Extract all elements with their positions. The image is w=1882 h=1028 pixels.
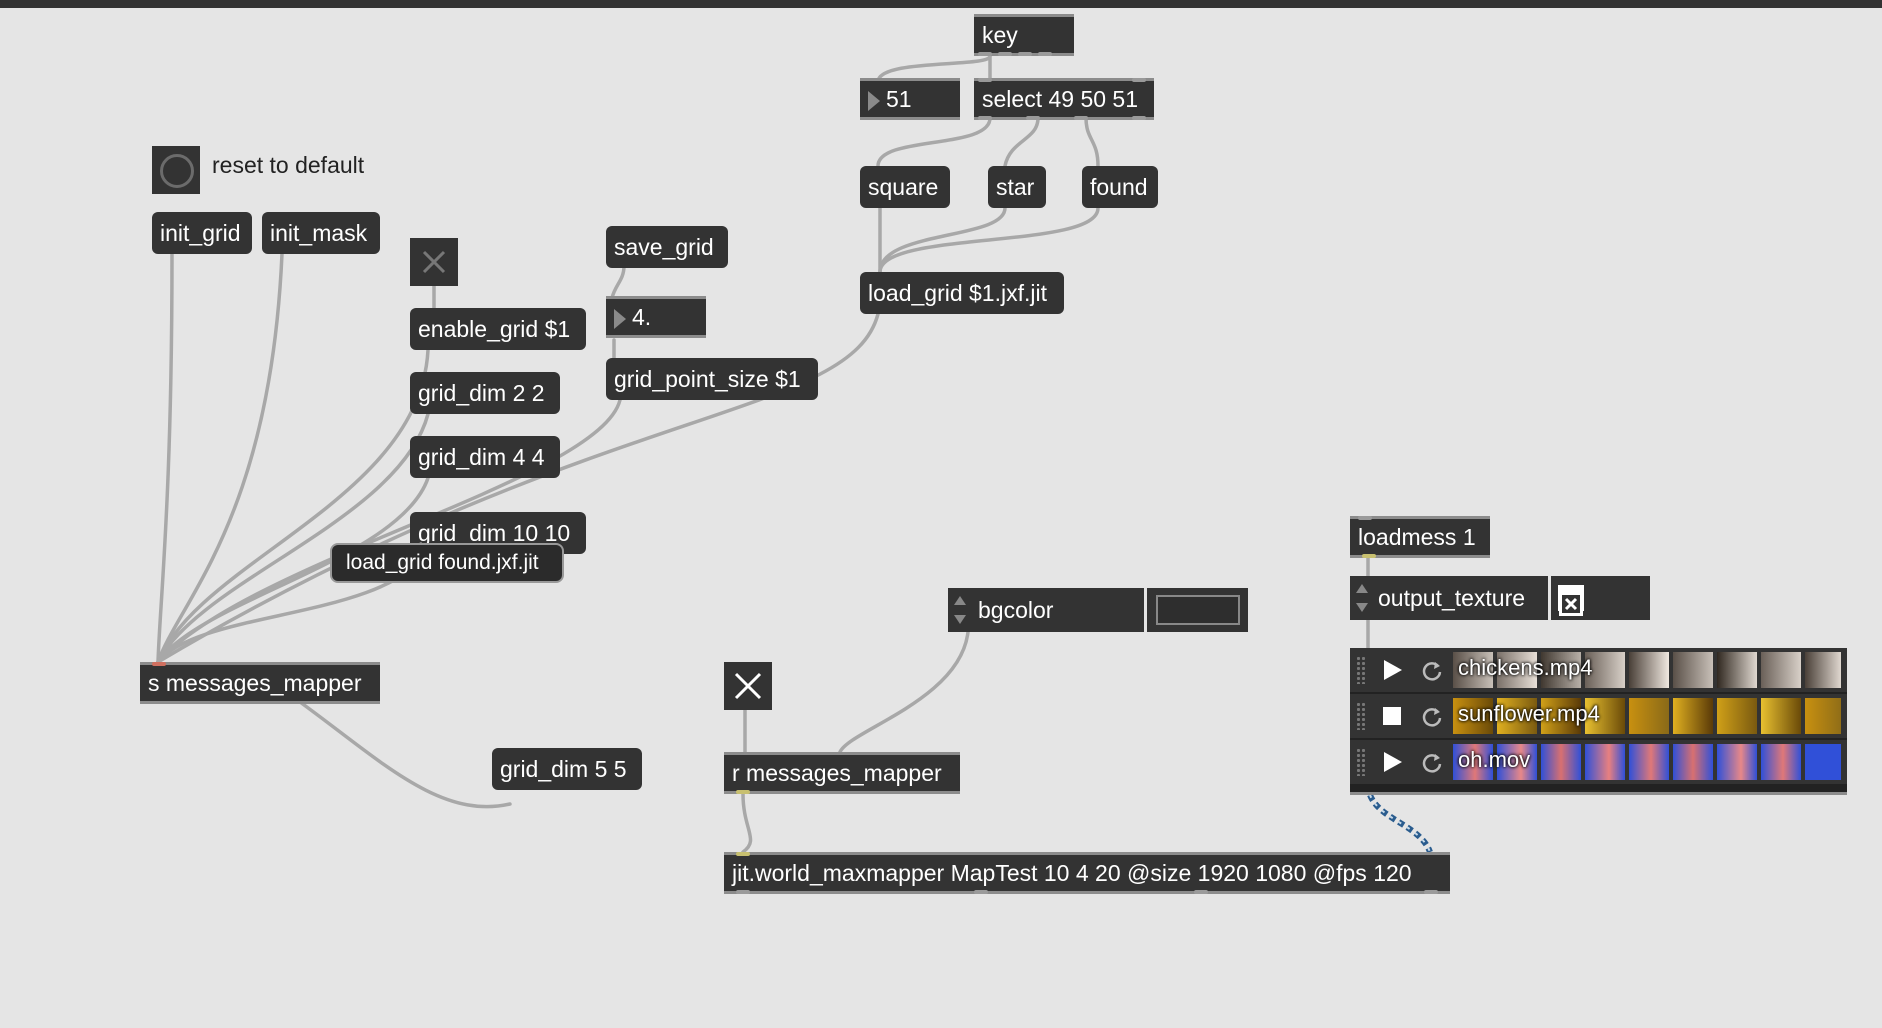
world-enable-toggle[interactable] <box>724 662 772 710</box>
receive-messages-mapper-object[interactable]: r messages_mapper <box>724 752 960 794</box>
cord-found-load <box>878 206 1100 274</box>
grid-dim-10-label: grid_dim 10 10 <box>418 520 571 546</box>
enable-grid-toggle[interactable] <box>410 238 458 286</box>
found-message[interactable]: found <box>1082 166 1158 208</box>
number-51-value: 51 <box>886 86 912 112</box>
enable-grid-label: enable_grid $1 <box>418 316 571 342</box>
checkbox-x-icon <box>1559 592 1583 616</box>
output-texture-label: output_texture <box>1378 585 1526 611</box>
bgcolor-divider <box>1144 588 1147 632</box>
cord-key-number <box>876 54 992 84</box>
square-message[interactable]: square <box>860 166 950 208</box>
cord-initgrid-send <box>156 252 174 664</box>
jit-world-object[interactable]: jit.world_maxmapper MapTest 10 4 20 @siz… <box>724 852 1450 894</box>
number-box-51[interactable]: 51 <box>860 78 960 120</box>
square-label: square <box>868 174 939 200</box>
cord-initmask-send <box>156 252 284 664</box>
play-icon[interactable] <box>1380 750 1404 774</box>
save-grid-label: save_grid <box>614 234 714 260</box>
grid-dim-2-label: grid_dim 2 2 <box>418 380 545 406</box>
cord-receive-world <box>741 792 753 854</box>
bgcolor-label: bgcolor <box>978 597 1054 623</box>
playlist-filename: oh.mov <box>1458 747 1531 772</box>
loop-icon[interactable] <box>1420 704 1444 728</box>
cord-select-found <box>1084 116 1100 168</box>
loadmess-label: loadmess 1 <box>1358 524 1476 550</box>
cord-bgcolor-receive <box>838 630 970 754</box>
reset-comment: reset to default <box>212 152 365 178</box>
select-object[interactable]: select 49 50 51 <box>974 78 1154 120</box>
grid-dim-2-message[interactable]: grid_dim 2 2 <box>410 372 560 414</box>
grid-point-size-message[interactable]: grid_point_size $1 <box>606 358 818 400</box>
grid-dim-5-message[interactable]: grid_dim 5 5 <box>492 748 642 790</box>
send-messages-label: s messages_mapper <box>148 670 362 696</box>
grid-point-size-label: grid_point_size $1 <box>614 366 801 392</box>
key-label: key <box>982 22 1018 48</box>
updown-arrows-icon <box>1356 584 1368 612</box>
stop-icon[interactable] <box>1380 704 1404 728</box>
window-top-bar <box>0 0 1882 8</box>
select-label: select 49 50 51 <box>982 86 1139 112</box>
reset-bang-button[interactable] <box>152 146 200 194</box>
jit-world-label: jit.world_maxmapper MapTest 10 4 20 @siz… <box>732 860 1412 886</box>
sunflower-thumbnail-strip <box>1453 698 1841 734</box>
cord-send-gd5 <box>298 700 512 809</box>
hover-tooltip: load_grid found.jxf.jit <box>330 543 564 583</box>
load-grid-message[interactable]: load_grid $1.jxf.jit <box>860 272 1064 314</box>
number-arrow-icon <box>614 308 626 329</box>
save-grid-message[interactable]: save_grid <box>606 226 728 268</box>
playlist-filename: sunflower.mp4 <box>1458 701 1600 726</box>
number-arrow-icon <box>868 90 880 111</box>
updown-arrows-icon <box>954 596 966 624</box>
cord-save-number <box>610 264 626 300</box>
init-mask-label: init_mask <box>270 220 368 246</box>
oh-mov-thumbnail-strip <box>1453 744 1841 780</box>
x-icon <box>422 250 446 274</box>
init-mask-message[interactable]: init_mask <box>262 212 380 254</box>
loop-icon[interactable] <box>1420 658 1444 682</box>
receive-messages-label: r messages_mapper <box>732 760 942 786</box>
bgcolor-swatch[interactable] <box>1156 595 1240 625</box>
init-grid-message[interactable]: init_grid <box>152 212 252 254</box>
cord-dim2-send <box>156 412 430 664</box>
enable-grid-message[interactable]: enable_grid $1 <box>410 308 586 350</box>
grid-dim-5-label: grid_dim 5 5 <box>500 756 627 782</box>
playlist-filename: chickens.mp4 <box>1458 655 1593 680</box>
cord-select-star <box>1003 116 1040 168</box>
x-icon <box>734 672 762 700</box>
found-label: found <box>1090 174 1148 200</box>
drag-handle-icon[interactable] <box>1356 702 1366 730</box>
number-box-4[interactable]: 4. <box>606 296 706 338</box>
load-grid-label: load_grid $1.jxf.jit <box>868 280 1047 306</box>
chickens-thumbnail-strip <box>1453 652 1841 688</box>
star-label: star <box>996 174 1035 200</box>
loop-icon[interactable] <box>1420 750 1444 774</box>
send-messages-mapper-object[interactable]: s messages_mapper <box>140 662 380 704</box>
drag-handle-icon[interactable] <box>1356 748 1366 776</box>
output-texture-checkbox[interactable] <box>1558 585 1584 616</box>
output-texture-divider <box>1548 576 1551 620</box>
output-texture-attrui[interactable]: output_texture <box>1350 576 1650 620</box>
loadmess-object[interactable]: loadmess 1 <box>1350 516 1490 558</box>
bgcolor-attrui[interactable]: bgcolor <box>948 588 1248 632</box>
grid-dim-4-label: grid_dim 4 4 <box>418 444 545 470</box>
cord-select-square <box>876 116 992 168</box>
play-icon[interactable] <box>1380 658 1404 682</box>
number-4-value: 4. <box>632 304 652 330</box>
star-message[interactable]: star <box>988 166 1046 208</box>
key-object[interactable]: key <box>974 14 1074 56</box>
init-grid-label: init_grid <box>160 220 241 246</box>
grid-dim-4-message[interactable]: grid_dim 4 4 <box>410 436 560 478</box>
playlist-row[interactable]: oh.mov <box>1350 740 1847 784</box>
playlist-row[interactable]: chickens.mp4 <box>1350 648 1847 692</box>
drag-handle-icon[interactable] <box>1356 656 1366 684</box>
cord-star-load <box>878 206 1007 274</box>
jit-playlist[interactable]: chickens.mp4 sunflower.mp4 <box>1350 648 1847 795</box>
playlist-row[interactable]: sunflower.mp4 <box>1350 694 1847 738</box>
